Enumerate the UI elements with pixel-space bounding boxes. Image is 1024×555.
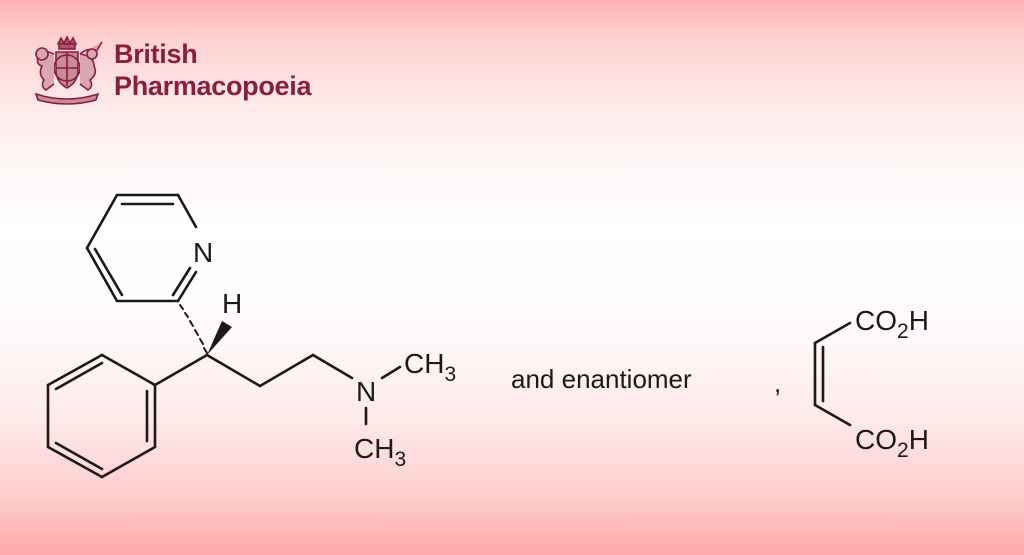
caption-and-enantiomer: and enantiomer: [511, 364, 692, 394]
wedge-bond: [207, 321, 232, 355]
carboxyl-upper: CO2H: [855, 305, 929, 343]
stereo-hydrogen: H: [222, 288, 242, 319]
brand-line-2: Pharmacopoeia: [114, 71, 312, 101]
methyl-lower: CH3: [354, 433, 406, 471]
hashed-bond: [179, 304, 208, 354]
separator-comma: ,: [774, 368, 781, 398]
royal-coat-of-arms-icon: [34, 35, 103, 105]
benzene-ring: [46, 353, 157, 479]
maleic-acid: [813, 321, 852, 427]
brand-name: British Pharmacopoeia: [114, 38, 311, 102]
pyridine-nitrogen: N: [193, 237, 213, 268]
carboxyl-lower: CO2H: [855, 424, 929, 462]
pyridine-ring: [85, 193, 198, 303]
brand-line-1: British: [114, 39, 198, 69]
methyl-upper: CH3: [404, 348, 456, 386]
brand-logo: British Pharmacopoeia: [28, 34, 311, 106]
alkyl-chain: [153, 353, 402, 426]
amine-nitrogen: N: [356, 376, 376, 407]
